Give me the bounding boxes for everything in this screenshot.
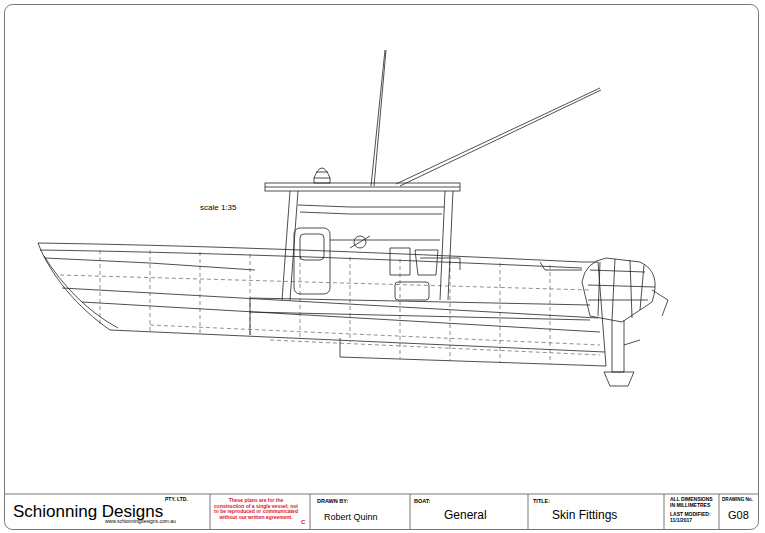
title-block-dividers (210, 494, 719, 529)
hull (38, 243, 606, 366)
dimensions-cell: ALL DIMENSIONS IN MILLIMETRES LAST MODIFI… (664, 494, 719, 529)
radar-dome (314, 168, 330, 183)
drawn-by-cell: DRAWN BY: Robert Quinn (310, 494, 410, 529)
field-label: LAST MODIFIED: (670, 512, 711, 518)
outboard-motor (582, 258, 668, 386)
copyright-mark: C (301, 519, 305, 526)
logo-cell: Schionning DesignsPTY. LTD.www.schionnin… (5, 494, 210, 529)
boat-name: General (444, 509, 487, 523)
scale-note: scale 1:35 (200, 203, 236, 212)
field-label: DRAWN BY: (317, 498, 348, 504)
company-suffix: PTY. LTD. (165, 497, 188, 503)
website: www.schionningdesigns.com.au (105, 519, 176, 525)
field-label: TITLE: (533, 498, 550, 504)
title-block-line (5, 494, 758, 495)
title-cell: TITLE:Skin Fittings (528, 494, 664, 529)
field-label: DRAWING No. (722, 497, 753, 502)
drafter-name: Robert Quinn (324, 512, 378, 522)
modified-date: 11/1/2017 (670, 518, 692, 524)
boat-cell: BOAT: General (410, 494, 528, 529)
sheet-frame (5, 5, 759, 530)
drawing-title: Skin Fittings (552, 509, 617, 523)
units-note: ALL DIMENSIONS IN MILLIMETRES (670, 497, 716, 508)
antenna (371, 50, 601, 186)
field-label: BOAT: (414, 498, 430, 504)
hard-top (265, 183, 460, 300)
copyright-cell: These plans are for the construction of … (210, 494, 310, 529)
drawing-number: G08 (728, 509, 749, 522)
drawing-number-cell: DRAWING No. G08 (719, 494, 757, 529)
copyright-note: These plans are for the construction of … (213, 498, 299, 520)
